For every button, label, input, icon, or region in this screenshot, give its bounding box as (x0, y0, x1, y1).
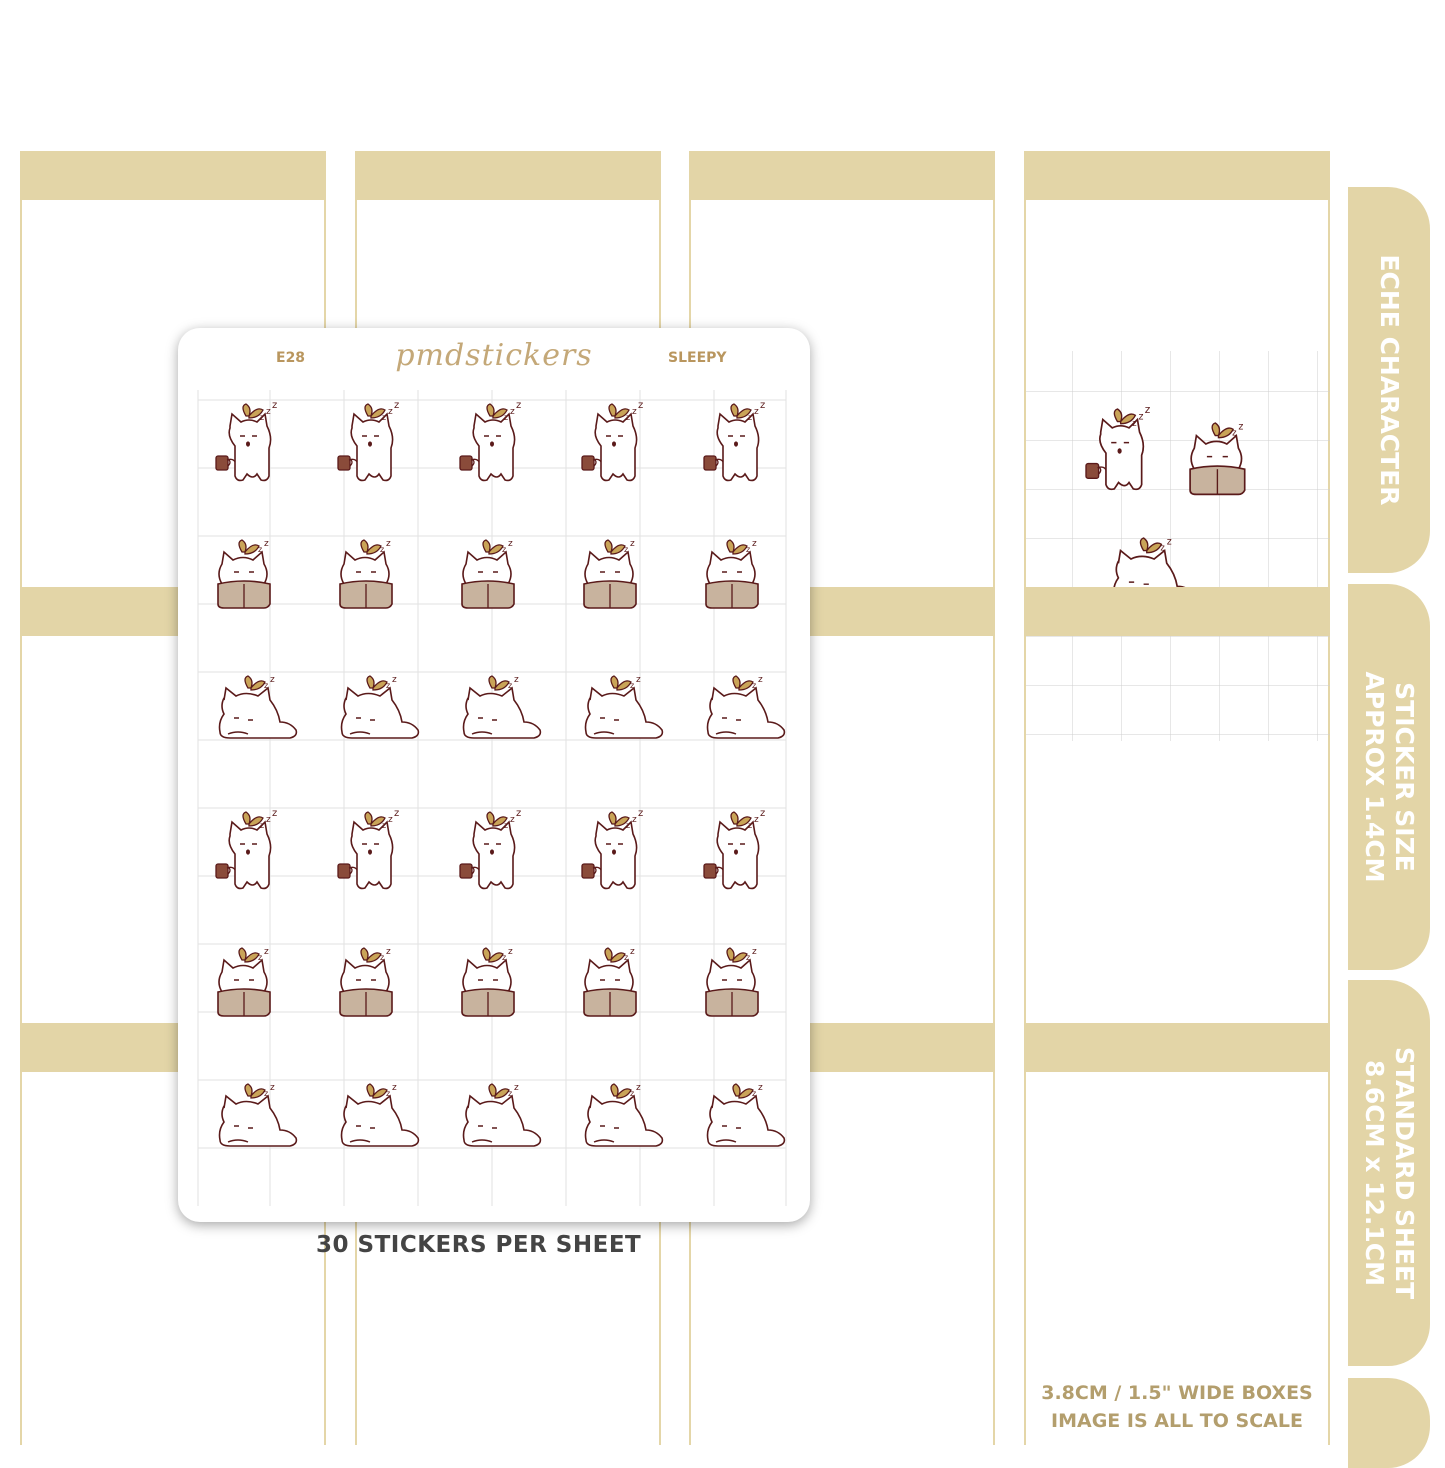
cat-blanket-sticker (339, 946, 393, 1017)
cat-coffee-sticker (703, 807, 767, 890)
cat-lying-sticker (218, 1082, 298, 1147)
planner-column-4 (1024, 151, 1330, 1445)
cat-coffee-sticker (215, 807, 279, 890)
header-band (1024, 1023, 1330, 1072)
tab-standard-sheet: STANDARD SHEET 8.6CM x 12.1CM (1348, 980, 1430, 1366)
scale-note-line-1: 3.8CM / 1.5" WIDE BOXES (1041, 1382, 1313, 1404)
scale-note-line-2: IMAGE IS ALL TO SCALE (1051, 1410, 1303, 1432)
cat-coffee-sticker (459, 807, 523, 890)
tab-eche-character: ECHE CHARACTER (1348, 187, 1430, 573)
cat-lying-sticker (462, 674, 542, 739)
cat-blanket-sticker (461, 946, 515, 1017)
header-band (355, 151, 661, 200)
cat-blanket-sticker (583, 946, 637, 1017)
sticker-grid: z z z z z z (197, 390, 787, 1206)
brand-logo: pmdstickers (395, 338, 593, 373)
cat-coffee-sticker (459, 399, 523, 482)
tab-partial (1348, 1378, 1430, 1468)
cat-lying-sticker (340, 674, 420, 739)
cat-coffee-sticker (581, 399, 645, 482)
tab-label: STICKER SIZE APPROX 1.4CM (1360, 671, 1419, 883)
tab-label: STANDARD SHEET 8.6CM x 12.1CM (1360, 1046, 1419, 1300)
header-band (1024, 587, 1330, 636)
cat-lying-sticker (706, 1082, 786, 1147)
header-band (689, 151, 995, 200)
stickers-per-sheet-caption: 30 STICKERS PER SHEET (316, 1232, 642, 1258)
cat-coffee-sticker (215, 399, 279, 482)
header-band (20, 151, 326, 200)
preview-grid (1026, 351, 1330, 741)
cat-coffee-sticker (703, 399, 767, 482)
tab-sticker-size: STICKER SIZE APPROX 1.4CM (1348, 584, 1430, 970)
cat-lying-sticker (218, 674, 298, 739)
cat-lying-sticker (584, 1082, 664, 1147)
cat-coffee-sticker (581, 807, 645, 890)
sheet-code: E28 (276, 350, 306, 366)
cat-lying-sticker (340, 1082, 420, 1147)
header-band (1024, 151, 1330, 200)
sheet-name: SLEEPY (668, 350, 727, 366)
cat-blanket-sticker (583, 538, 637, 609)
cat-lying-sticker (584, 674, 664, 739)
cat-blanket-sticker (461, 538, 515, 609)
tab-label: ECHE CHARACTER (1375, 254, 1404, 506)
cat-blanket-sticker (217, 946, 271, 1017)
cat-lying-sticker (706, 674, 786, 739)
cat-coffee-sticker (337, 399, 401, 482)
preview-grid-box (1026, 351, 1330, 741)
cat-coffee-sticker (337, 807, 401, 890)
cat-blanket-sticker (339, 538, 393, 609)
cat-lying-sticker (462, 1082, 542, 1147)
sticker-sheet: E28 pmdstickers SLEEPY z z z (178, 328, 810, 1222)
cat-blanket-sticker (217, 538, 271, 609)
